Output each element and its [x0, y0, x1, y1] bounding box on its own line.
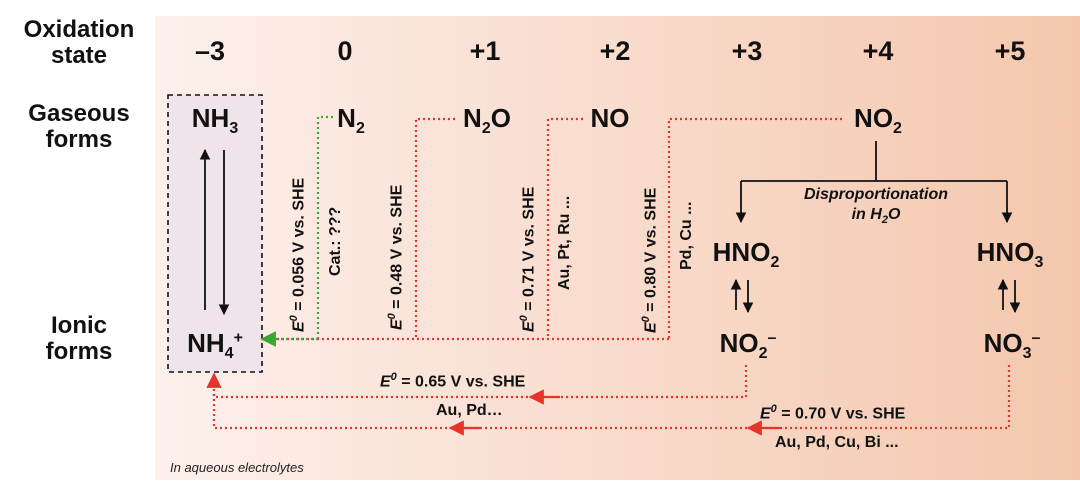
nitrate-route [212, 365, 1011, 430]
oxidation-state-plus1: +1 [469, 36, 501, 66]
footnote-aqueous-electrolytes: In aqueous electrolytes [170, 460, 304, 475]
catalyst-no2-minus-label: Au, Pd… [436, 402, 503, 419]
n2-path [316, 115, 333, 339]
species-hno3: HNO3 [976, 237, 1044, 272]
species-no2-minus: NO2– [719, 328, 777, 363]
no-path [546, 117, 583, 339]
species-n2o: N2O [463, 103, 511, 138]
species-no2: NO2 [854, 103, 902, 138]
catalyst-n2-label: Cat.: ??? [327, 206, 344, 276]
oxidation-state-plus3: +3 [731, 36, 763, 66]
catalyst-no3-minus-label: Au, Pd, Cu, Bi ... [775, 434, 899, 451]
species-no3-minus: NO3– [983, 328, 1041, 363]
species-hno2: HNO2 [712, 237, 780, 272]
potential-no-label: E0 = 0.71 V vs. SHE [518, 186, 538, 332]
catalyst-no2-label: Pd, Cu ... [678, 201, 695, 270]
potential-no2-minus-label: E0 = 0.65 V vs. SHE [380, 371, 526, 391]
species-no: NO [590, 103, 630, 133]
oxidation-state-plus5: +5 [994, 36, 1026, 66]
potential-no3-minus-label: E0 = 0.70 V vs. SHE [760, 403, 906, 423]
oxidation-state-plus4: +4 [862, 36, 894, 66]
potential-n2o-label: E0 = 0.48 V vs. SHE [386, 184, 406, 330]
oxidation-state-minus3: –3 [194, 36, 226, 66]
n2o-path [414, 117, 455, 339]
oxidation-state-plus2: +2 [599, 36, 631, 66]
disproportionation-label: Disproportionation in H2O [804, 186, 948, 227]
catalyst-no-label: Au, Pt, Ru ... [556, 195, 573, 290]
background-panel [155, 16, 1080, 480]
species-nh3: NH3 [191, 103, 239, 138]
potential-no2-label: E0 = 0.80 V vs. SHE [640, 187, 660, 333]
species-nh4-plus: NH4+ [187, 328, 243, 363]
potential-n2-label: E0 = 0.056 V vs. SHE [288, 177, 308, 332]
oxidation-state-0: 0 [337, 36, 353, 66]
species-n2: N2 [337, 103, 365, 138]
ammonia-box [167, 94, 263, 373]
